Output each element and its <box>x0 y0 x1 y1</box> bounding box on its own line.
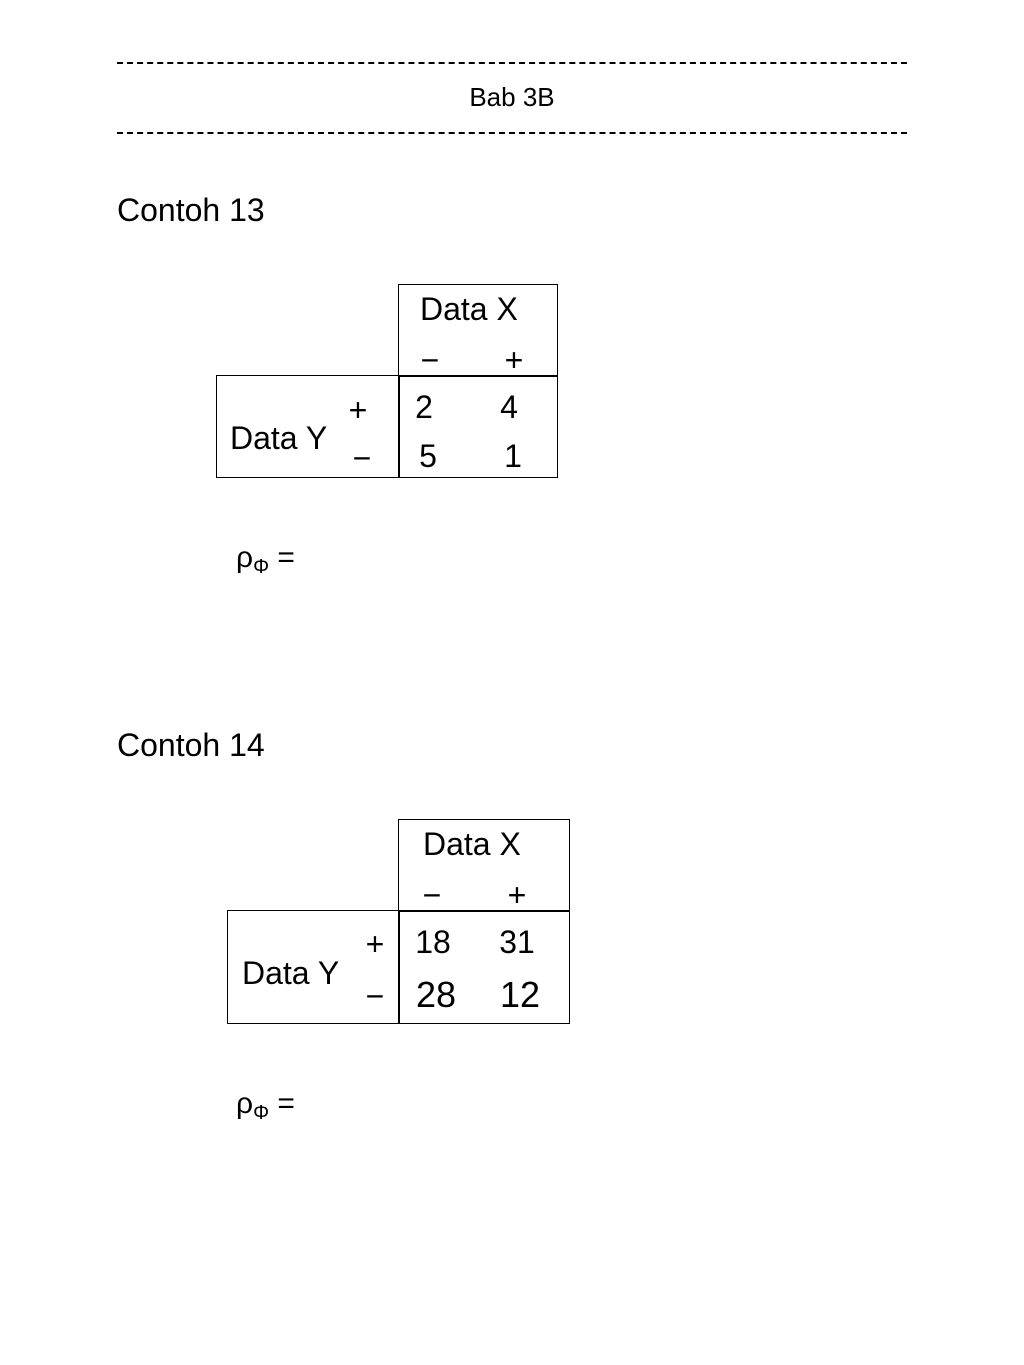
example-14-title: Contoh 14 <box>117 727 265 763</box>
col-header-label: Data X <box>423 826 521 862</box>
col-plus-label: + <box>507 877 527 913</box>
equals-sign: = <box>269 541 295 574</box>
cell-minus-minus: 5 <box>419 438 437 474</box>
row-minus-label: − <box>352 440 372 476</box>
cell-box <box>398 375 558 478</box>
col-header-label: Data X <box>420 291 518 327</box>
cell-minus-minus: 28 <box>415 974 457 1015</box>
cell-box <box>398 910 570 1024</box>
cell-plus-plus: 4 <box>500 389 518 425</box>
cell-minus-plus: 12 <box>499 974 541 1015</box>
cell-plus-plus: 31 <box>499 924 535 960</box>
col-header-box <box>398 819 570 912</box>
row-header-box <box>216 375 400 478</box>
header-rule-top <box>117 62 907 64</box>
cell-plus-minus: 18 <box>415 924 451 960</box>
row-minus-label: − <box>365 978 385 1014</box>
col-header-box <box>398 284 558 377</box>
row-header-label: Data Y <box>242 955 340 991</box>
equals-sign: = <box>269 1087 295 1120</box>
phi-subscript: Φ <box>253 1102 270 1124</box>
cell-plus-minus: 2 <box>415 389 433 425</box>
rho-symbol: ρ <box>236 541 254 574</box>
col-minus-label: − <box>422 877 442 913</box>
example-14-formula: ρΦ = <box>236 1087 295 1130</box>
row-header-label: Data Y <box>230 420 328 456</box>
row-plus-label: + <box>365 926 385 962</box>
row-header-box <box>227 910 400 1024</box>
header-rule-bottom <box>117 132 907 134</box>
example-13-title: Contoh 13 <box>117 192 265 228</box>
col-plus-label: + <box>504 342 524 378</box>
cell-minus-plus: 1 <box>504 438 522 474</box>
example-13-formula: ρΦ = <box>236 541 295 584</box>
row-plus-label: + <box>348 392 368 428</box>
rho-symbol: ρ <box>236 1087 254 1120</box>
phi-subscript: Φ <box>253 556 270 578</box>
chapter-title: Bab 3B <box>469 82 555 112</box>
col-minus-label: − <box>420 342 440 378</box>
